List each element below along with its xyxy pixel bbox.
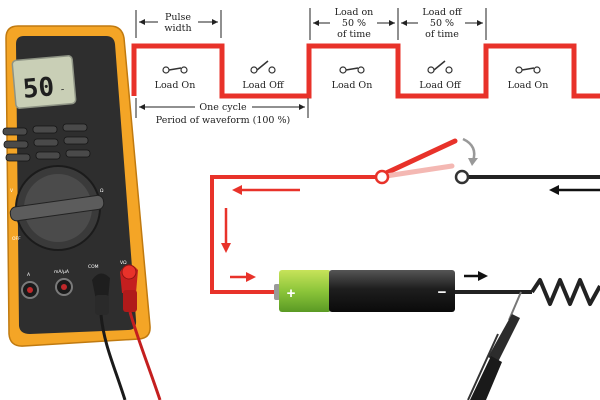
segment-label: Load Off: [242, 80, 285, 91]
switch-contact: [454, 169, 470, 185]
switch-icon: [427, 60, 453, 74]
switch-contact: [374, 169, 390, 185]
switch-icon: [515, 66, 541, 74]
load-on-label: 50 %: [342, 18, 366, 29]
input-jacks: A mA/µA COM VΩ: [21, 260, 127, 299]
pwm-waveform: Load On Load Off Load On Load Off Load O…: [131, 7, 600, 126]
dial-label-v: V: [10, 188, 14, 194]
load-off-label: of time: [425, 29, 459, 40]
load-off-label: Load off: [422, 7, 463, 18]
period-label: Period of waveform (100 %): [156, 115, 290, 126]
display-value: 50: [22, 72, 56, 105]
battery-plus-label: +: [287, 285, 296, 302]
segment-label: Load Off: [419, 80, 462, 91]
jack-label-v: VΩ: [120, 260, 127, 266]
pulse-width-dimension: Pulse width: [135, 10, 222, 38]
load-off-dimension: Load off 50 % of time: [401, 7, 487, 40]
dial-label-ohm: Ω: [100, 188, 104, 194]
segment-label: Load On: [508, 80, 549, 91]
jack-label-ma: mA/µA: [54, 269, 70, 275]
meter-buttons: [2, 123, 91, 162]
current-arrow-right-icon: [230, 272, 256, 282]
load-on-dimension: Load on 50 % of time: [309, 7, 399, 40]
battery: + −: [274, 270, 455, 312]
segment-label: Load On: [332, 80, 373, 91]
current-arrow-left-icon: [232, 185, 300, 195]
current-arrow-left-icon: [549, 185, 600, 195]
jack-label-a: A: [27, 272, 31, 278]
one-cycle-dimension: One cycle Period of waveform (100 %): [135, 98, 309, 126]
red-wire: [210, 175, 382, 294]
load-on-label: Load on: [335, 7, 374, 18]
switch-icon: [339, 66, 365, 74]
multimeter: 50 - OFF V Ω A: [2, 25, 162, 400]
load-on-label: of time: [337, 29, 371, 40]
waveform-line: [131, 43, 600, 99]
rotary-dial: OFF V Ω: [9, 165, 105, 251]
pulse-width-label: Pulse: [165, 12, 191, 23]
battery-minus-label: −: [438, 284, 447, 301]
load-off-label: 50 %: [430, 18, 454, 29]
switch-icon: [250, 60, 276, 74]
circuit: + −: [210, 137, 600, 400]
probe-leads: [92, 264, 162, 400]
current-arrow-right-icon: [464, 271, 488, 281]
probe: [467, 291, 522, 400]
pulse-width-label: width: [164, 23, 191, 34]
switch: [374, 137, 478, 185]
switch-icon: [162, 66, 188, 74]
display-unit: -: [60, 84, 65, 95]
current-arrow-down-icon: [221, 208, 231, 253]
jack-label-com: COM: [88, 264, 99, 270]
resistor: [530, 278, 600, 306]
one-cycle-label: One cycle: [199, 102, 247, 113]
segment-label: Load On: [155, 80, 196, 91]
dial-label-off: OFF: [12, 236, 21, 242]
lcd-display: [11, 55, 77, 109]
rotate-arrow-icon: [462, 137, 476, 162]
